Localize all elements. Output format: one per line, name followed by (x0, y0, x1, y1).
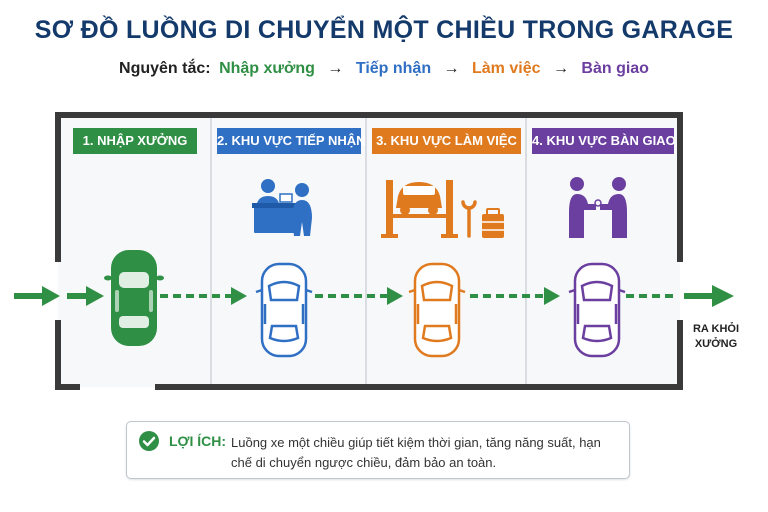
checkmark-icon (139, 431, 159, 451)
flow-arrow-1 (231, 287, 247, 305)
reception-desk-icon (252, 179, 312, 236)
entry-arrow-1 (42, 286, 60, 306)
garage-wall-bottom-left (55, 320, 80, 390)
benefit-text: Luồng xe một chiều giúp tiết kiệm thời g… (231, 435, 601, 470)
zone-label-reception: 2. KHU VỰC TIẾP NHẬN (217, 128, 366, 154)
car-orange-icon (408, 262, 466, 358)
garage-wall-bottom-right (155, 320, 683, 390)
benefit-box: LỢI ÍCH: Luồng xe một chiều giúp tiết ki… (126, 421, 630, 479)
principle-line: Nguyên tắc: Nhập xưởng → Tiếp nhận → Làm… (0, 60, 768, 78)
car-blue-icon (255, 262, 313, 358)
handshake-keys-icon (569, 177, 627, 238)
flow-arrows (14, 285, 734, 307)
car-purple-icon (568, 262, 626, 358)
wrench-icon (461, 200, 477, 238)
garage-wall-top (55, 112, 683, 262)
flow-arrow-3 (544, 287, 560, 305)
entry-arrow-2 (86, 286, 104, 306)
exit-arrow (712, 285, 734, 307)
principle-step-1: Nhập xưởng (219, 60, 315, 77)
zone-label-intake: 1. NHẬP XƯỞNG (73, 128, 197, 154)
zone-label-work: 3. KHU VỰC LÀM VIỆC (372, 128, 521, 154)
principle-arrow-3: → (552, 60, 569, 77)
zone-label-handover: 4. KHU VỰC BÀN GIAO (532, 128, 676, 154)
principle-arrow-1: → (327, 60, 344, 77)
principle-step-3: Làm việc (472, 60, 541, 77)
principle-step-4: Bàn giao (581, 60, 649, 77)
flow-arrow-2 (387, 287, 403, 305)
exit-label: RA KHỎI XƯỞNG (692, 323, 740, 350)
principle-step-2: Tiếp nhận (355, 60, 432, 77)
car-green-icon (104, 250, 164, 346)
car-lift-icon (381, 180, 458, 238)
page-title: SƠ ĐỒ LUỒNG DI CHUYỂN MỘT CHIỀU TRONG GA… (34, 16, 734, 44)
principle-arrow-2: → (443, 60, 460, 77)
benefit-heading: LỢI ÍCH: (169, 433, 227, 449)
toolbox-icon (482, 208, 504, 238)
principle-prefix: Nguyên tắc: (119, 60, 211, 77)
